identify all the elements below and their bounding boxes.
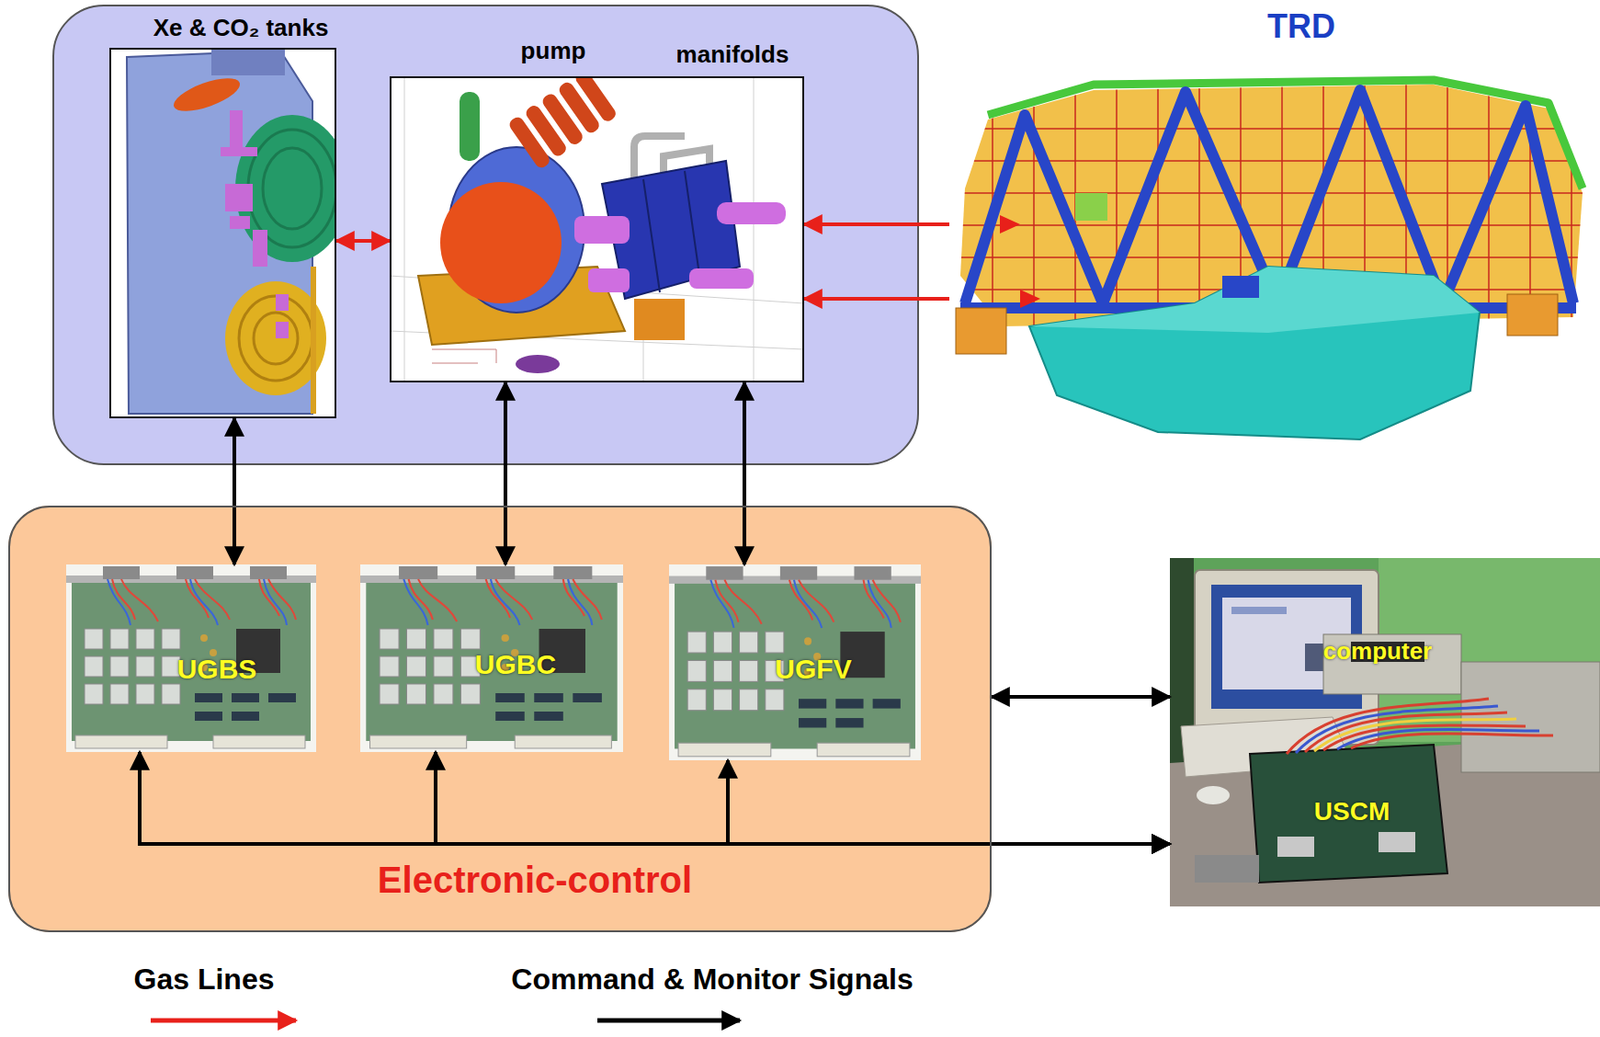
pump-drawing-part	[459, 91, 480, 161]
board-label: UGFV	[774, 653, 852, 684]
legend-text: Command & Monitor Signals	[510, 963, 913, 996]
detector-drawing: TRD	[949, 7, 1598, 449]
gas-line	[804, 296, 950, 301]
pump-drawing-part-part	[389, 76, 805, 383]
trd-drawing-part	[1222, 275, 1260, 298]
electronics-region-part	[8, 505, 992, 932]
circuit-board: UGBC	[360, 564, 624, 752]
gas-line	[804, 222, 950, 227]
signal-line	[232, 418, 237, 565]
electronics-region	[8, 505, 992, 932]
tank-drawing-part-part	[229, 110, 243, 148]
pump-drawing-part	[515, 354, 560, 374]
tank-drawing-part	[220, 110, 289, 339]
tank-drawing-part	[310, 266, 317, 414]
box-heading: pump	[521, 37, 587, 65]
box-heading: manifolds	[676, 41, 790, 69]
signal-line	[991, 694, 1170, 699]
trd-drawing-part	[999, 215, 1021, 234]
pump-drawing-part	[389, 76, 805, 383]
circuit-board-photo-part	[669, 564, 921, 761]
trd-drawing-part	[1507, 294, 1558, 336]
legend-text: Gas Lines	[134, 963, 275, 996]
tank-drawing-part-part	[275, 294, 289, 311]
circuit-board: UGFV	[669, 564, 921, 761]
circuit-board-photo-part	[66, 564, 317, 752]
tank-drawing-box: Xe & CO₂ tanks	[109, 47, 337, 419]
tank-drawing-part	[262, 147, 322, 229]
board-label: UGBS	[177, 653, 258, 684]
tank-drawing	[109, 47, 337, 419]
photo-label: computer	[1323, 637, 1432, 665]
gas-line	[336, 238, 390, 243]
box-heading: Xe & CO₂ tanks	[153, 14, 330, 42]
tank-drawing-part-part	[275, 321, 289, 339]
computer-photo-part	[1169, 557, 1600, 907]
tank-drawing-part	[253, 312, 298, 364]
computer-photo-part	[1286, 698, 1554, 754]
trd-drawing-part	[1020, 289, 1041, 308]
trd-drawing-part	[1029, 266, 1480, 440]
trd-drawing-part	[1075, 192, 1108, 221]
trd-drawing-part	[955, 307, 1007, 354]
computer-photo-part	[1277, 836, 1315, 857]
computer-photo-part	[1314, 718, 1517, 751]
pump-drawing-part-part	[573, 76, 619, 124]
gas-system-region	[53, 5, 919, 465]
trd-drawing	[955, 79, 1590, 440]
signal-line	[435, 751, 1170, 844]
pump-drawing-part	[431, 349, 497, 364]
pump-drawing-part	[507, 76, 619, 171]
computer-photo-part	[1249, 744, 1448, 883]
pump-drawing-part-part	[716, 202, 786, 225]
computer-photo-part	[1378, 831, 1416, 852]
computer-photo-part	[1194, 854, 1260, 883]
signal-line	[727, 760, 1170, 844]
tank-drawing-part	[211, 47, 285, 76]
pump-drawing	[389, 76, 805, 383]
tank-drawing-part-part	[220, 147, 258, 157]
signal-line	[503, 382, 508, 565]
pump-drawing-box: pumpmanifolds	[389, 76, 805, 383]
pump-drawing-part	[634, 298, 685, 341]
trd-drawing-part	[1029, 266, 1480, 333]
pump-drawing-part	[574, 202, 786, 293]
gas-system-region-part	[53, 5, 919, 465]
circuit-board-photo-part	[360, 564, 624, 752]
photo-label: USCM	[1314, 797, 1390, 827]
trd-drawing-part-part	[955, 128, 1590, 290]
legend-sample	[150, 1020, 740, 1022]
detector-label: TRD	[1267, 8, 1336, 46]
group-title: Electronic-control	[377, 859, 693, 900]
computer-photo-part	[1323, 634, 1462, 694]
tank-drawing-part	[248, 129, 337, 248]
computer-photo-box: computerUSCM	[1169, 557, 1600, 907]
board-label: UGBC	[475, 648, 557, 680]
computer-photo	[1169, 557, 1600, 907]
pump-drawing-part-part	[574, 215, 630, 244]
signal-line	[742, 382, 747, 565]
pump-drawing-part-part	[588, 268, 630, 293]
circuit-board: UGBS	[66, 564, 317, 752]
computer-photo-part	[1231, 606, 1287, 614]
tank-drawing-part-part	[225, 183, 253, 212]
circuit-board-photo	[66, 564, 921, 761]
computer-photo-part	[1196, 785, 1230, 805]
tank-drawing-part-part	[229, 215, 250, 229]
legend-sample-part	[150, 1018, 296, 1023]
legend-sample-part	[597, 1018, 740, 1023]
pump-drawing-part	[440, 181, 562, 304]
electronics-group: Electronic-control UGBS UGBC UGFV	[8, 505, 992, 932]
pump-drawing-part-part	[689, 268, 754, 289]
pump-drawing-part	[389, 76, 805, 383]
computer-photo-part	[1295, 705, 1540, 753]
tank-drawing-part-part	[252, 229, 268, 267]
computer-photo-part	[1461, 661, 1600, 772]
signal-line	[139, 751, 1170, 844]
pump-drawing-part-part	[431, 349, 497, 364]
